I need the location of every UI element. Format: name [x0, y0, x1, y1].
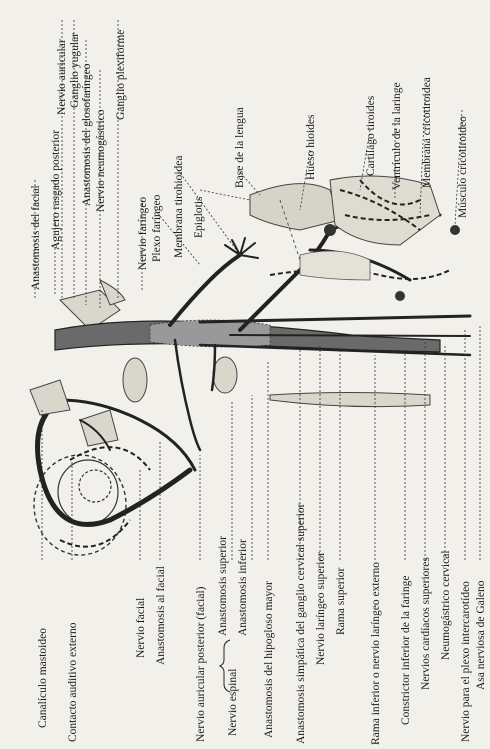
label-musculo-cricotiroideo: Músculo cricotiroideo [457, 116, 469, 218]
label-anastomosis-hipogloso: Anastomosis del hipogloso mayor [263, 581, 275, 738]
label-membrana-cricotiroidea: Membrana cricotiroidea [421, 77, 433, 188]
label-nervio-faringeo: Nervio faríngeo [137, 197, 149, 270]
label-nervio-auricular-posterior: Nervio auricular posterior (facial) [195, 586, 207, 742]
top-labels: Anastomosis del facial Agujero rasgado p… [30, 30, 469, 290]
label-agujero-rasgado: Agujero rasgado posterior [50, 130, 62, 250]
label-base-de-la-lengua: Base de la lengua [234, 107, 246, 188]
label-epiglotis: Epiglotis [193, 196, 205, 238]
bony-structures [30, 280, 430, 446]
bottom-labels: Canalículo mastoideo Contacto auditivo e… [37, 503, 487, 745]
label-membrana-tirohioidea: Membrana tirohioidea [173, 155, 185, 258]
label-canaliculo-mastoideo: Canalículo mastoideo [37, 628, 49, 728]
label-ganglio-plexiforme: Ganglio plexiforme [115, 30, 127, 120]
label-ventriculo-laringe: Ventrículo de la laringe [391, 82, 403, 190]
label-nervio-auricular: Nervio auricular [56, 39, 68, 115]
label-nervio-neumogastrico: Nervio neumogástrico [95, 109, 107, 212]
label-anastomosis-simpatica: Anastomosis simpática del ganglio cervic… [295, 503, 307, 744]
label-rama-superior: Rama superior [335, 567, 347, 635]
auricular-branch [60, 400, 195, 470]
label-anastomosis-al-facial: Anastomosis al facial [155, 566, 167, 665]
label-nervio-facial: Nervio facial [135, 598, 147, 658]
label-hueso-hioides: Hueso hioides [305, 114, 317, 180]
label-asa-nerviosa-galeno: Asa nerviosa de Galeno [475, 580, 487, 690]
label-plexo-intercarotideo: Nervio para el plexo intercarotídeo [460, 581, 472, 742]
label-anastomosis-inferior: Anastomosis inferior [237, 539, 249, 636]
label-constrictor-inferior: Constrictor inferior de la faringe [400, 576, 412, 725]
label-plexo-faringeo: Plexo faríngeo [151, 194, 163, 262]
label-cartilago-tiroides: Cartílago tiroides [365, 95, 377, 176]
anatomy-drawing [30, 176, 470, 555]
label-anastomosis-superior: Anastomosis superior [217, 536, 229, 636]
label-rama-inferior: Rama inferior o nervio laríngeo externo [370, 562, 382, 745]
label-neumogastrico-cervical: Neumogástrico cervical [440, 550, 452, 660]
label-contacto-auditivo: Contacto auditivo externo [67, 622, 79, 742]
label-anastomosis-glosofaringeo: Anastomosis del glosofaríngeo [81, 63, 93, 206]
leader-lines [35, 20, 480, 560]
label-anastomosis-del-facial: Anastomosis del facial [30, 185, 42, 290]
larynx-region [250, 176, 450, 280]
label-ganglio-yugular: Ganglio yugular [69, 33, 81, 108]
vagus-trunk [55, 316, 470, 355]
label-nervios-cardiacos: Nervios cardíacos superiores [420, 557, 432, 690]
label-nervio-laringeo-superior: Nervio laríngeo superior [315, 552, 327, 665]
label-nervio-espinal: Nervio espinal [227, 669, 239, 736]
